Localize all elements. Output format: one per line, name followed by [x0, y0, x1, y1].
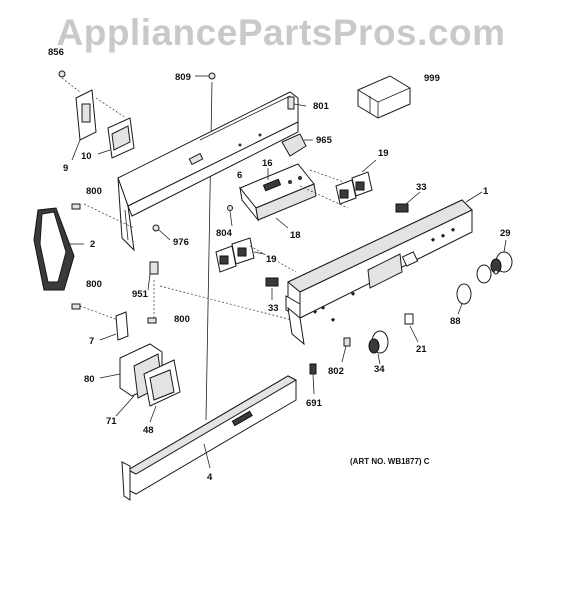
callout-951: 951	[132, 289, 149, 300]
callout-48: 48	[143, 425, 154, 436]
part-33-clip-upper	[395, 191, 421, 213]
part-965-bracket	[281, 133, 313, 157]
callout-9: 9	[63, 163, 68, 174]
callout-21: 21	[416, 344, 427, 355]
part-801-screw	[287, 96, 307, 110]
callout-802: 802	[328, 366, 344, 377]
callout-29: 29	[500, 228, 511, 239]
part-9-bracket	[71, 89, 97, 161]
part-999-box	[357, 75, 411, 119]
part-856-screw	[58, 70, 66, 78]
part-2-end-cap	[33, 207, 84, 291]
callout-33-upper: 33	[416, 182, 427, 193]
callout-804: 804	[216, 228, 233, 239]
part-21-knob	[404, 313, 419, 343]
callout-999: 999	[424, 73, 440, 84]
part-800-screw-b	[71, 303, 81, 310]
callout-809: 809	[175, 72, 191, 83]
callout-80: 80	[84, 374, 95, 385]
part-48-module	[143, 359, 181, 423]
part-88-knob	[456, 283, 472, 315]
callout-800-c: 800	[174, 314, 190, 325]
part-16-control-board	[239, 163, 317, 229]
callout-19-lower: 19	[266, 254, 277, 265]
part-1-control-panel	[285, 191, 483, 346]
callout-1: 1	[483, 186, 489, 197]
callout-19-upper: 19	[378, 148, 389, 159]
part-19-switch-upper	[335, 159, 377, 205]
part-800-screw-c	[147, 317, 157, 324]
callout-801: 801	[313, 101, 330, 112]
part-7-bracket	[99, 311, 129, 341]
callout-7: 7	[89, 336, 94, 347]
part-6-rear-frame	[117, 91, 299, 252]
callout-965: 965	[316, 135, 333, 146]
part-800-screw-a	[71, 203, 81, 210]
callout-2: 2	[90, 239, 95, 250]
part-29-knob	[490, 239, 513, 274]
callout-6: 6	[237, 170, 242, 181]
part-19-switch-lower	[215, 237, 265, 273]
callout-71: 71	[106, 416, 117, 427]
part-809-screw	[195, 72, 216, 80]
part-951-clip	[147, 261, 159, 291]
callout-976: 976	[173, 237, 189, 248]
callout-691: 691	[306, 398, 323, 409]
part-10-bracket	[97, 117, 135, 159]
callout-88: 88	[450, 316, 461, 327]
callout-labels: 856 809 801 999 9 10 965 16 19 6 33 1 80…	[48, 47, 511, 483]
callout-856: 856	[48, 47, 64, 58]
callout-4: 4	[207, 472, 213, 483]
art-number-note: (ART NO. WB1877) C	[350, 457, 430, 466]
part-804-screw	[227, 205, 233, 227]
callout-33-lower: 33	[268, 303, 279, 314]
callout-16: 16	[262, 158, 273, 169]
watermark: AppliancePartsPros.com	[56, 12, 506, 53]
callout-800-b: 800	[86, 279, 102, 290]
callout-10: 10	[81, 151, 92, 162]
part-4-bottom-trim	[121, 375, 298, 501]
part-976-screw	[152, 224, 171, 241]
part-691-clip	[309, 363, 317, 395]
part-33-clip-lower	[265, 277, 279, 300]
part-29-knob-2	[476, 264, 499, 284]
part-34-knob	[368, 330, 389, 365]
callout-800-a: 800	[86, 186, 102, 197]
callout-18: 18	[290, 230, 301, 241]
part-802-screw	[341, 337, 351, 363]
callout-34: 34	[374, 364, 385, 375]
